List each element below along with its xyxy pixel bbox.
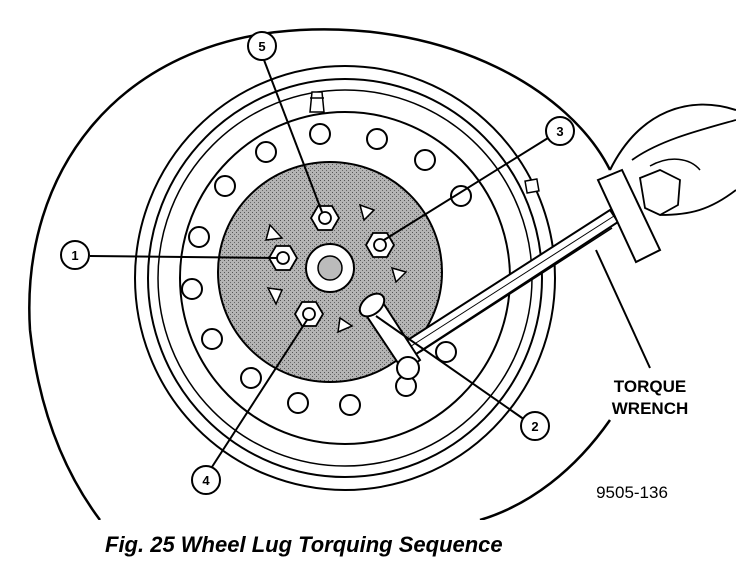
lug-nuts xyxy=(267,205,396,327)
lug-nut-4 xyxy=(293,301,325,327)
callout-1-number: 1 xyxy=(71,248,78,263)
leader-line-2 xyxy=(375,315,526,421)
vent-hole xyxy=(188,226,210,248)
tire-outer-edge xyxy=(28,28,612,331)
valve-stem xyxy=(309,91,540,194)
leader-line-3 xyxy=(383,137,549,241)
torque-wrench xyxy=(358,119,736,380)
figure-caption: Fig. 25 Wheel Lug Torquing Sequence xyxy=(105,532,503,557)
tire-left-lower xyxy=(28,329,102,520)
leader-line-1 xyxy=(89,255,278,259)
callout-2: 2 xyxy=(520,411,550,441)
vent-hole xyxy=(214,175,236,197)
callout-3: 3 xyxy=(545,116,575,146)
callout-5: 5 xyxy=(247,31,277,61)
torque-wrench-label-line2: WRENCH xyxy=(612,399,689,418)
leader-lines xyxy=(89,59,651,471)
vent-hole xyxy=(414,149,436,171)
vent-hole xyxy=(255,141,277,163)
tire-lower-edge xyxy=(479,419,612,520)
socket-bottom xyxy=(396,356,420,380)
vent-hole xyxy=(309,123,331,145)
rim-ring-2 xyxy=(147,78,543,478)
hub-triangle-marks xyxy=(264,203,408,334)
vent-hole xyxy=(287,392,309,414)
wrench-pointer xyxy=(419,227,613,353)
vent-hole xyxy=(435,341,457,363)
vent-hole xyxy=(181,278,203,300)
wheel-lug-diagram: 1 2 3 4 5 TORQUE WRENCH 9505-136 xyxy=(28,28,736,520)
center-cap xyxy=(317,255,343,281)
vent-hole xyxy=(450,185,472,207)
lug-nut-5 xyxy=(309,205,341,231)
rim-ring-1 xyxy=(134,65,556,491)
drawing-id: 9505-136 xyxy=(596,483,668,502)
callout-3-number: 3 xyxy=(556,124,563,139)
callout-4: 4 xyxy=(191,465,221,495)
callout-4-number: 4 xyxy=(202,473,210,488)
leader-line-5 xyxy=(263,59,323,213)
leader-line-4 xyxy=(209,319,308,471)
callout-5-number: 5 xyxy=(258,39,265,54)
leader-line-wrench xyxy=(595,249,651,369)
vent-hole xyxy=(201,328,223,350)
callout-1: 1 xyxy=(60,240,90,270)
torque-wrench-label-line1: TORQUE xyxy=(614,377,686,396)
tire-hand-contour xyxy=(609,103,736,171)
hand-icon xyxy=(638,169,681,217)
vent-hole xyxy=(366,128,388,150)
vent-hole xyxy=(339,394,361,416)
wrench-handle xyxy=(596,168,662,264)
vent-hole xyxy=(240,367,262,389)
vent-holes xyxy=(181,123,472,416)
callout-2-number: 2 xyxy=(531,419,538,434)
tire xyxy=(28,28,736,520)
